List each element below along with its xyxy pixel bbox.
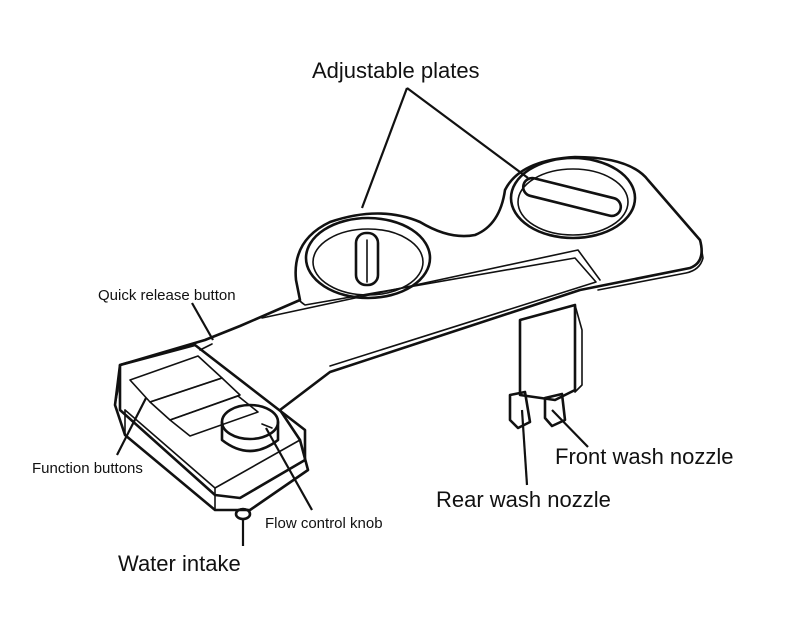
label-rear-wash-nozzle: Rear wash nozzle bbox=[436, 487, 611, 512]
right-adjustable-plate bbox=[509, 156, 637, 240]
label-adjustable-plates: Adjustable plates bbox=[312, 58, 480, 83]
left-adjustable-plate bbox=[304, 216, 432, 300]
label-quick-release-button: Quick release button bbox=[98, 287, 236, 304]
label-function-buttons: Function buttons bbox=[32, 460, 143, 477]
flow-control-knob-drawing bbox=[220, 403, 280, 453]
label-water-intake: Water intake bbox=[118, 551, 241, 576]
label-front-wash-nozzle: Front wash nozzle bbox=[555, 444, 734, 469]
control-box bbox=[118, 343, 307, 500]
leader-lines bbox=[116, 87, 589, 546]
label-flow-control-knob: Flow control knob bbox=[265, 515, 383, 532]
nozzle-assembly bbox=[508, 303, 583, 430]
